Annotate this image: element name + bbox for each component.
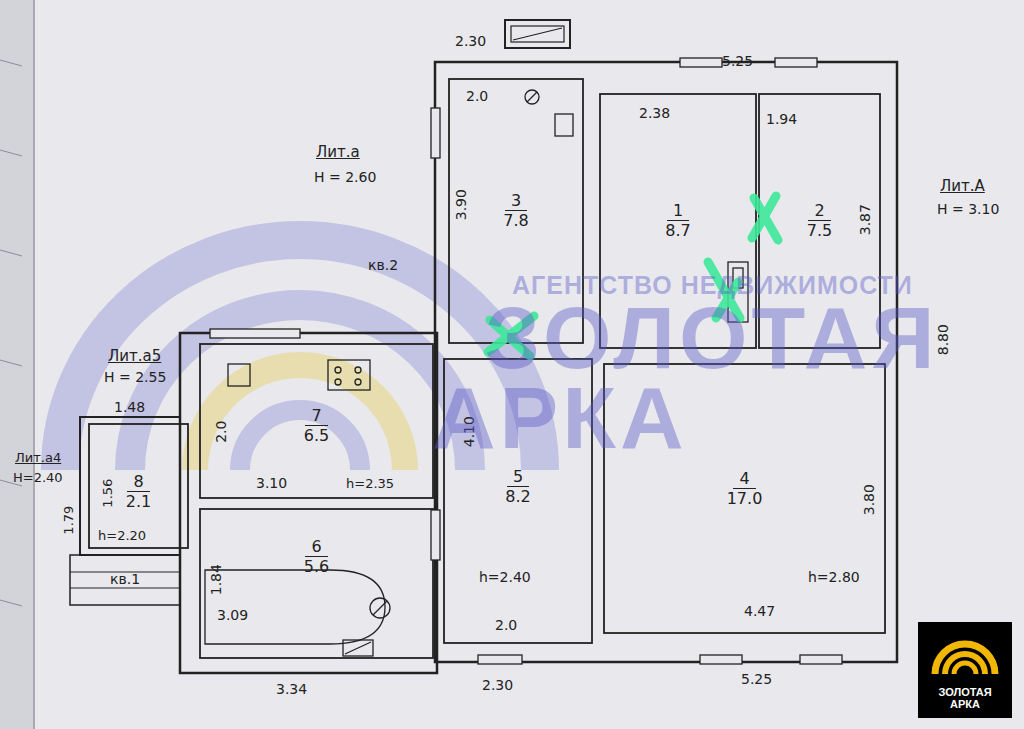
room-area-value: 7.8 [503, 211, 528, 232]
dimension-label: кв.1 [110, 572, 140, 587]
dimension-label: 1.48 [114, 400, 145, 415]
room-area-value: 5.6 [304, 557, 329, 578]
dimension-label: Н = 3.10 [937, 202, 999, 217]
room-area: 76.5 [203, 347, 430, 505]
dimension-label: h=2.20 [98, 529, 146, 543]
dimension-label: 3.09 [217, 608, 248, 623]
dimension-label: 2.30 [482, 678, 513, 693]
logo-badge: ЗОЛОТАЯ АРКА [918, 622, 1012, 718]
logo-arc [954, 663, 976, 674]
room-number: 5 [507, 467, 529, 487]
logo-text: ЗОЛОТАЯ АРКА [935, 686, 995, 710]
dimension-label: 3.87 [858, 204, 873, 235]
watermark-text: АРКА [432, 370, 688, 467]
block-label: Лит.а4 [15, 451, 61, 465]
room-area-value: 8.2 [505, 487, 530, 508]
room-number: 7 [305, 406, 327, 426]
dimension-label: 3.34 [276, 682, 307, 697]
dimension-label: кв.2 [368, 258, 398, 273]
dimension-label: 2.0 [466, 89, 488, 104]
room-number: 3 [505, 191, 527, 211]
block-label: Лит.а [316, 144, 360, 161]
dimension-label: 1.79 [62, 506, 76, 535]
dimension-label: 5.25 [741, 672, 772, 687]
dimension-label: Н=2.40 [13, 471, 63, 485]
room-area-value: 8.7 [665, 221, 690, 242]
room-number: 2 [808, 201, 830, 221]
room-number: 6 [305, 537, 327, 557]
dimension-label: 2.0 [214, 421, 229, 443]
dimension-label: 2.30 [455, 34, 486, 49]
dimension-label: Н = 2.55 [104, 370, 166, 385]
dimension-label: 1.94 [766, 112, 797, 127]
room-area: 65.6 [203, 512, 430, 602]
room-number: 1 [667, 201, 689, 221]
room-area-value: 6.5 [304, 426, 329, 447]
dimension-label: h=2.80 [808, 570, 860, 585]
room-area: 18.7 [603, 97, 753, 345]
dimension-label: h=2.40 [479, 570, 531, 585]
dimension-label: 3.80 [862, 484, 877, 515]
dimension-label: 5.25 [722, 54, 753, 69]
room-area-value: 7.5 [807, 221, 832, 242]
dimension-label: 2.38 [639, 106, 670, 121]
dimension-label: 1.84 [209, 564, 224, 595]
dimension-label: h=2.35 [346, 477, 394, 491]
logo-arc [935, 644, 995, 674]
room-area: 58.2 [447, 362, 589, 612]
room-area: 417.0 [607, 367, 882, 612]
room-area: 37.8 [452, 82, 580, 340]
dimension-label: 2.0 [495, 618, 517, 633]
dimension-label: 3.90 [454, 189, 469, 220]
dimension-label: 1.56 [101, 479, 115, 508]
room-area-value: 2.1 [126, 492, 151, 513]
room-area-value: 17.0 [727, 489, 763, 510]
room-area: 27.5 [762, 97, 877, 345]
block-label: Лит.а5 [108, 348, 161, 365]
room-number: 8 [127, 472, 149, 492]
room-area: 82.1 [92, 427, 185, 557]
dimension-label: Н = 2.60 [314, 170, 376, 185]
logo-arc [945, 654, 985, 674]
dimension-label: 4.47 [744, 604, 775, 619]
dimension-label: 3.10 [256, 476, 287, 491]
room-number: 4 [733, 469, 755, 489]
block-label: Лит.А [940, 178, 985, 195]
